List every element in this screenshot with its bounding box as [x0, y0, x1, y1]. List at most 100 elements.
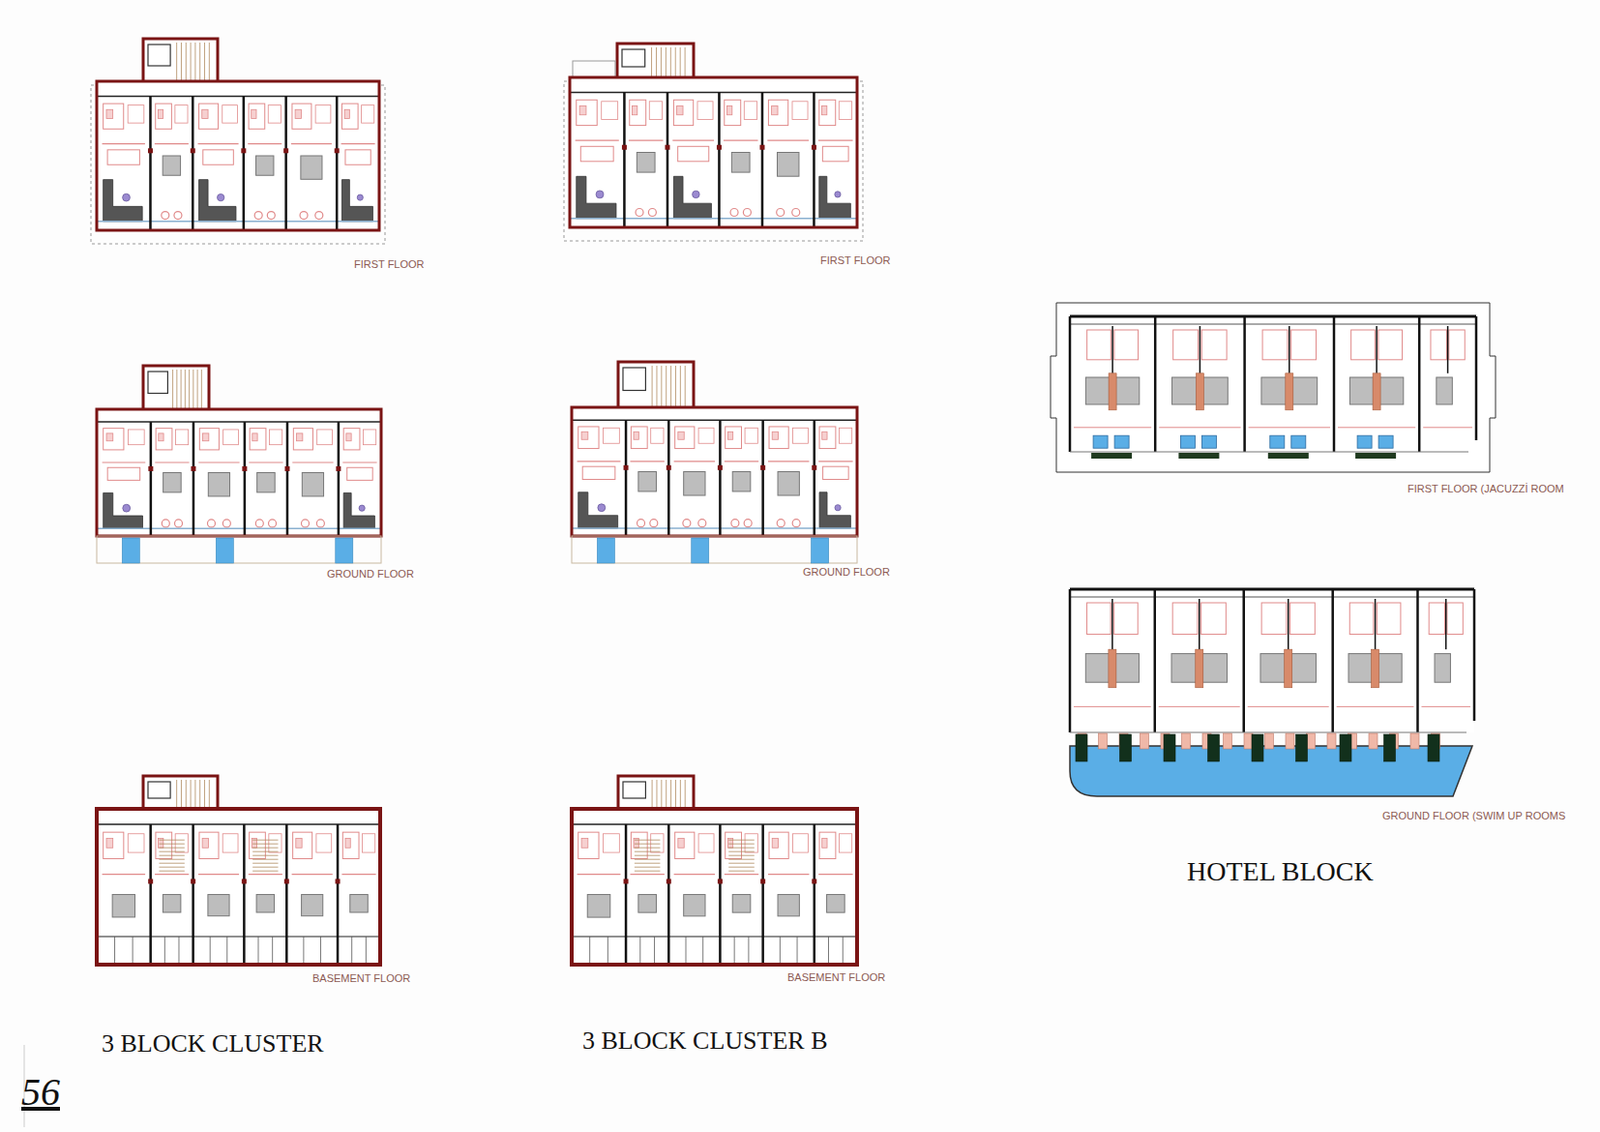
unit: [150, 428, 194, 529]
bathroom: [819, 426, 836, 449]
bed: [683, 894, 706, 917]
palm-tree: [1075, 734, 1088, 762]
party-wall: [813, 824, 817, 965]
stair-tread: [655, 47, 657, 79]
party-wall: [148, 95, 152, 231]
stair-tread: [204, 779, 206, 809]
unit: [96, 428, 151, 529]
bathroom: [293, 831, 313, 859]
wardrobe: [127, 833, 145, 853]
sink: [631, 105, 637, 115]
corridor-wall: [1069, 315, 1477, 319]
kitchen-counter: [672, 140, 714, 142]
sink: [252, 433, 258, 442]
stair-tread: [634, 859, 661, 860]
party-wall: [1242, 589, 1245, 733]
balcony-chair: [316, 519, 325, 528]
lightwell-rib: [114, 936, 116, 965]
wardrobe: [698, 427, 714, 444]
stair-tread: [158, 870, 184, 872]
room-wall: [1288, 325, 1291, 374]
wardrobe: [222, 105, 238, 123]
stair-tread: [665, 47, 667, 79]
bed: [257, 473, 276, 493]
dining-table: [823, 466, 850, 479]
wardrobe: [792, 833, 808, 853]
sun-lounger: [1244, 733, 1253, 749]
sink: [106, 433, 114, 442]
lightwell-rib: [734, 936, 736, 965]
stair-tread: [208, 779, 210, 809]
unit: [286, 831, 338, 965]
dining-table: [345, 149, 371, 165]
bed: [256, 155, 274, 176]
wardrobe: [649, 101, 662, 120]
sink: [678, 838, 684, 849]
unit: [569, 99, 624, 218]
bathroom: [578, 426, 599, 449]
wardrobe: [603, 427, 621, 444]
balcony-chair: [268, 519, 277, 528]
planter: [1268, 452, 1309, 459]
hotel-room: [1422, 325, 1473, 428]
stair-tread: [728, 839, 755, 841]
window-wall: [286, 935, 338, 937]
bathroom: [103, 103, 124, 129]
stair-tread: [728, 862, 755, 864]
unit: [150, 831, 194, 965]
room-wall: [1199, 325, 1202, 374]
bed: [1292, 377, 1318, 405]
bed: [1434, 653, 1451, 683]
bed: [1379, 377, 1404, 405]
stair-tread: [252, 859, 278, 860]
stair-tread: [180, 779, 182, 809]
dining-table: [203, 149, 235, 165]
stair-tread: [728, 859, 755, 860]
cluster-plan: [96, 775, 381, 965]
column: [190, 466, 196, 472]
planter: [1091, 452, 1132, 459]
bathroom: [725, 831, 742, 859]
glazing: [569, 217, 624, 220]
end-wall: [1068, 589, 1072, 733]
coffee-table: [122, 503, 131, 512]
stair-tread: [176, 779, 178, 809]
hotel-room: [1336, 598, 1415, 707]
end-wall: [1473, 589, 1477, 721]
wardrobe: [316, 833, 332, 853]
hotel-plan: [1050, 302, 1496, 473]
wardrobe: [838, 101, 852, 120]
stair-tread: [634, 862, 661, 864]
hotel-plan: [1069, 589, 1475, 797]
stair-tread: [680, 47, 682, 79]
desk: [1158, 426, 1241, 428]
wardrobe: [361, 105, 375, 123]
column: [284, 466, 290, 472]
sink: [345, 838, 351, 849]
bed: [162, 155, 180, 176]
column: [335, 878, 341, 884]
stair-tread: [634, 870, 661, 872]
balcony-chair: [682, 519, 691, 528]
kitchen-counter: [198, 873, 239, 875]
headboard: [1371, 649, 1380, 688]
sun-lounger: [1285, 733, 1295, 749]
party-wall: [285, 824, 289, 965]
bathroom: [1261, 602, 1287, 635]
balcony-chair: [175, 519, 183, 528]
sink: [346, 433, 352, 442]
stair-tread: [728, 843, 755, 845]
bathroom: [1114, 602, 1139, 635]
building-ground: [96, 81, 380, 231]
stair-tread: [665, 779, 667, 809]
headboard: [1285, 373, 1294, 411]
plan-caption: GROUND FLOOR: [802, 565, 890, 579]
bed: [1171, 653, 1197, 683]
bathroom: [103, 428, 124, 450]
glazing: [192, 220, 244, 223]
bathroom: [1262, 329, 1288, 360]
balcony-chair: [743, 519, 752, 528]
lightwell-rib: [747, 936, 749, 965]
wardrobe: [698, 833, 714, 853]
column: [334, 148, 340, 153]
